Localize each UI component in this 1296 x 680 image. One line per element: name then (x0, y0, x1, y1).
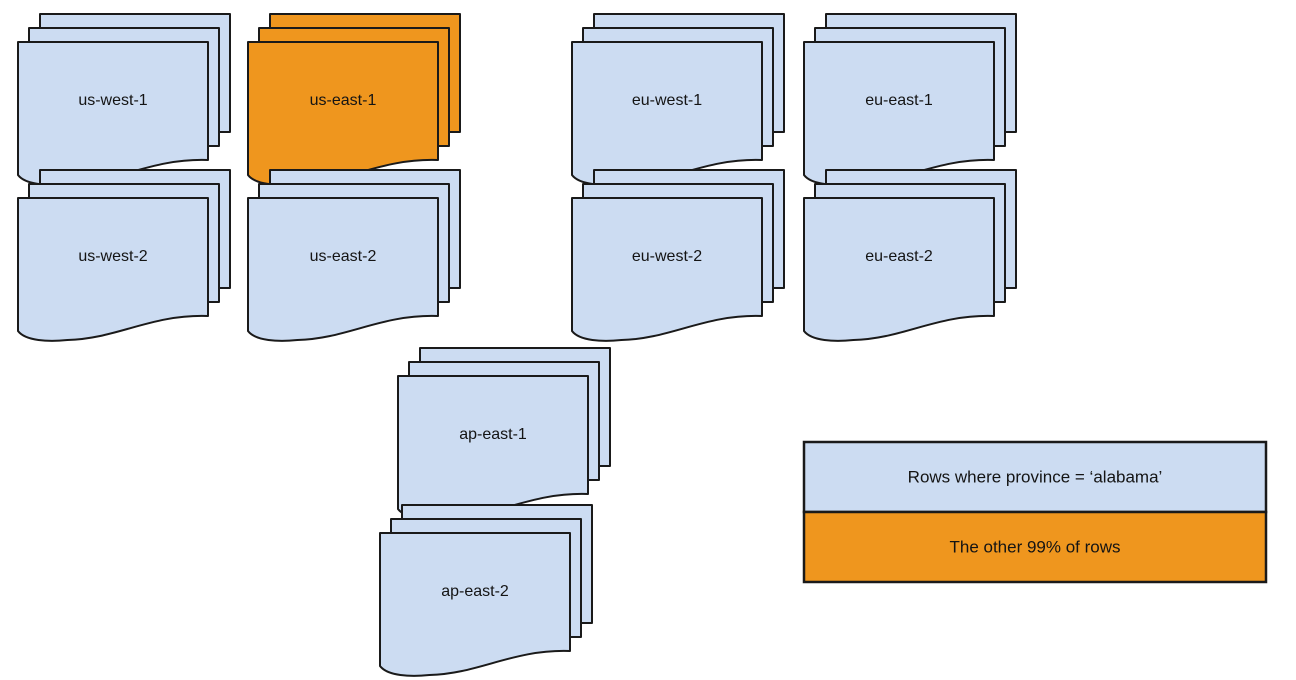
stack-front-sheet[interactable] (803, 197, 995, 342)
document-stack-us-east-1[interactable]: us-east-1 (247, 13, 461, 186)
legend-row-alabama-swatch (802, 440, 1268, 514)
stack-front-sheet[interactable] (17, 197, 209, 342)
document-stack-ap-east-1[interactable]: ap-east-1 (397, 347, 611, 520)
legend-row-alabama: Rows where province = ‘alabama’ (802, 440, 1268, 514)
stack-front-sheet[interactable] (247, 197, 439, 342)
stack-front-sheet[interactable] (247, 41, 439, 186)
document-stack-eu-east-1[interactable]: eu-east-1 (803, 13, 1017, 186)
stack-front-sheet[interactable] (17, 41, 209, 186)
stack-front-sheet[interactable] (803, 41, 995, 186)
stack-front-sheet[interactable] (379, 532, 571, 677)
legend-row-other-swatch (802, 510, 1268, 584)
legend-group: Rows where province = ‘alabama’The other… (802, 440, 1268, 584)
document-stack-ap-east-2[interactable]: ap-east-2 (379, 504, 593, 677)
document-stack-eu-west-1[interactable]: eu-west-1 (571, 13, 785, 186)
document-stack-us-west-1[interactable]: us-west-1 (17, 13, 231, 186)
stack-front-sheet[interactable] (571, 197, 763, 342)
document-stack-us-west-2[interactable]: us-west-2 (17, 169, 231, 342)
stack-front-sheet[interactable] (571, 41, 763, 186)
legend-row-other: The other 99% of rows (802, 510, 1268, 584)
document-stack-us-east-2[interactable]: us-east-2 (247, 169, 461, 342)
document-stack-eu-east-2[interactable]: eu-east-2 (803, 169, 1017, 342)
document-stack-eu-west-2[interactable]: eu-west-2 (571, 169, 785, 342)
stack-front-sheet[interactable] (397, 375, 589, 520)
